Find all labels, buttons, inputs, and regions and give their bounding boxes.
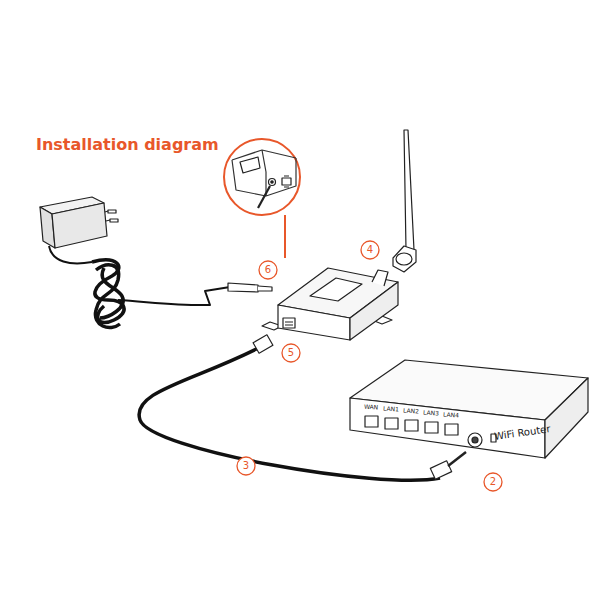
callout-number: 4 (367, 245, 373, 255)
port-label: WAN (364, 404, 378, 411)
callout-circles (237, 241, 502, 491)
port-label: LAN1 (383, 406, 399, 413)
device-label: WiFi Router (493, 424, 550, 442)
signal-booster (262, 268, 398, 340)
port-label: LAN3 (423, 410, 439, 417)
power-cord (49, 246, 230, 328)
coax-cable (139, 335, 466, 480)
router-node: WAN LAN1 LAN2 LAN3 LAN4WiFi Router (350, 398, 550, 460)
port-label: LAN2 (403, 408, 419, 415)
power-adapter (40, 197, 118, 248)
callout-number: 2 (490, 477, 496, 487)
diagram-title: Installation diagram (36, 137, 219, 153)
callout-number: 3 (243, 461, 249, 471)
antenna (393, 130, 416, 272)
port-label: LAN4 (443, 412, 459, 419)
detail-zoom (224, 139, 300, 258)
dc-plug (228, 283, 272, 292)
callout-number: 6 (265, 265, 271, 275)
callout-number: 5 (288, 348, 294, 358)
wifi-router (350, 360, 588, 458)
